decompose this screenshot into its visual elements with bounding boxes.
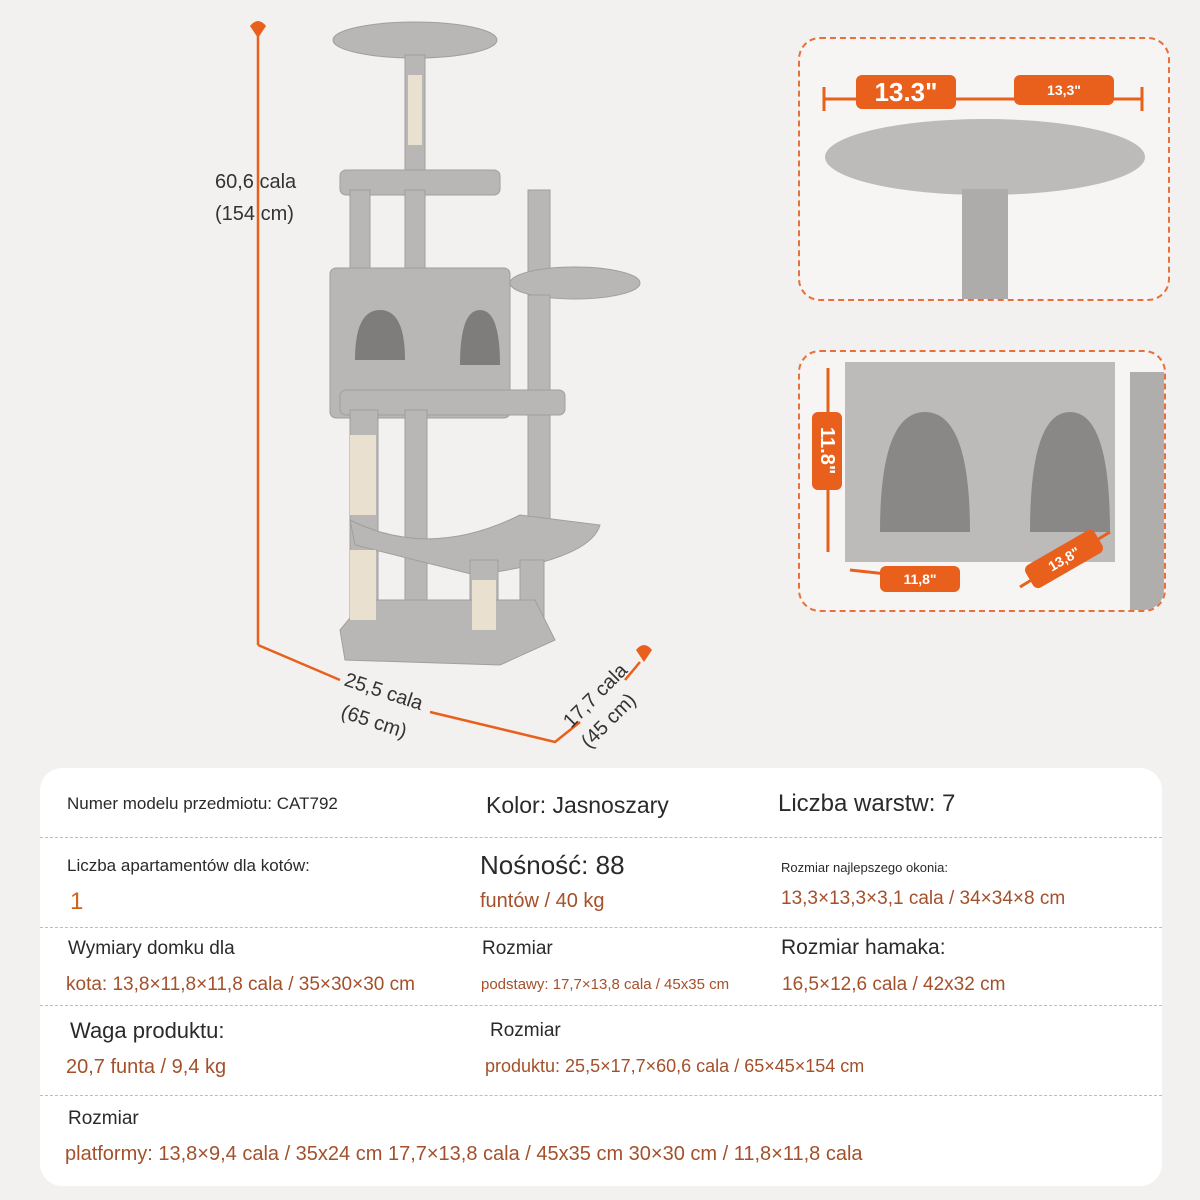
condo-dimensions-label: Wymiary domku dla xyxy=(68,938,235,959)
dimension-lines xyxy=(250,21,652,744)
height-cm: (154 cm) xyxy=(215,203,294,225)
weight-label: Waga produktu: xyxy=(70,1018,225,1043)
perch-label: Rozmiar najlepszego okonia: xyxy=(781,860,948,875)
hammock-value: 16,5×12,6 cala / 42x32 cm xyxy=(782,974,1006,995)
perch-depth-tag: 13,3" xyxy=(1014,75,1114,105)
heart-marker-icon xyxy=(250,21,266,38)
capacity-value: funtów / 40 kg xyxy=(480,890,605,912)
condos-value: 1 xyxy=(70,888,84,915)
condo-width-tag: 11,8" xyxy=(880,566,960,592)
heart-marker-icon xyxy=(636,645,652,662)
perch-detail-inset: 13.3" 13,3" xyxy=(798,37,1170,301)
weight-value: 20,7 funta / 9,4 kg xyxy=(66,1056,227,1078)
height-inches: 60,6 cala xyxy=(215,171,297,193)
platform-label: Rozmiar xyxy=(68,1108,139,1129)
condos-label: Liczba apartamentów dla kotów: xyxy=(67,856,310,875)
row-divider xyxy=(40,927,1162,928)
perch-value: 13,3×13,3×3,1 cala / 34×34×8 cm xyxy=(781,888,1066,909)
product-size-value: produktu: 25,5×17,7×60,6 cala / 65×45×15… xyxy=(485,1056,865,1076)
color: Kolor: Jasnoszary xyxy=(486,792,669,818)
condo-height-tag: 11.8" xyxy=(812,412,842,490)
layers: Liczba warstw: 7 xyxy=(778,790,956,817)
row-divider xyxy=(40,1095,1162,1096)
perch-width-tag: 13.3" xyxy=(856,75,956,109)
capacity-label: Nośność: 88 xyxy=(480,850,625,880)
base-value: podstawy: 17,7×13,8 cala / 45x35 cm xyxy=(481,976,730,993)
condo-detail-inset: 11.8" 11,8" 13,8" xyxy=(798,350,1166,612)
base-label: Rozmiar xyxy=(482,938,553,959)
specifications-table: Numer modelu przedmiotu: CAT792 Kolor: J… xyxy=(40,768,1162,1186)
row-divider xyxy=(40,1005,1162,1006)
platform-value: platformy: 13,8×9,4 cala / 35x24 cm 17,7… xyxy=(65,1143,863,1165)
hammock-label: Rozmiar hamaka: xyxy=(781,936,946,959)
product-size-label: Rozmiar xyxy=(490,1020,561,1041)
model-number: Numer modelu przedmiotu: CAT792 xyxy=(67,794,338,813)
condo-dimensions-value: kota: 13,8×11,8×11,8 cala / 35×30×30 cm xyxy=(66,974,415,995)
row-divider xyxy=(40,837,1162,838)
